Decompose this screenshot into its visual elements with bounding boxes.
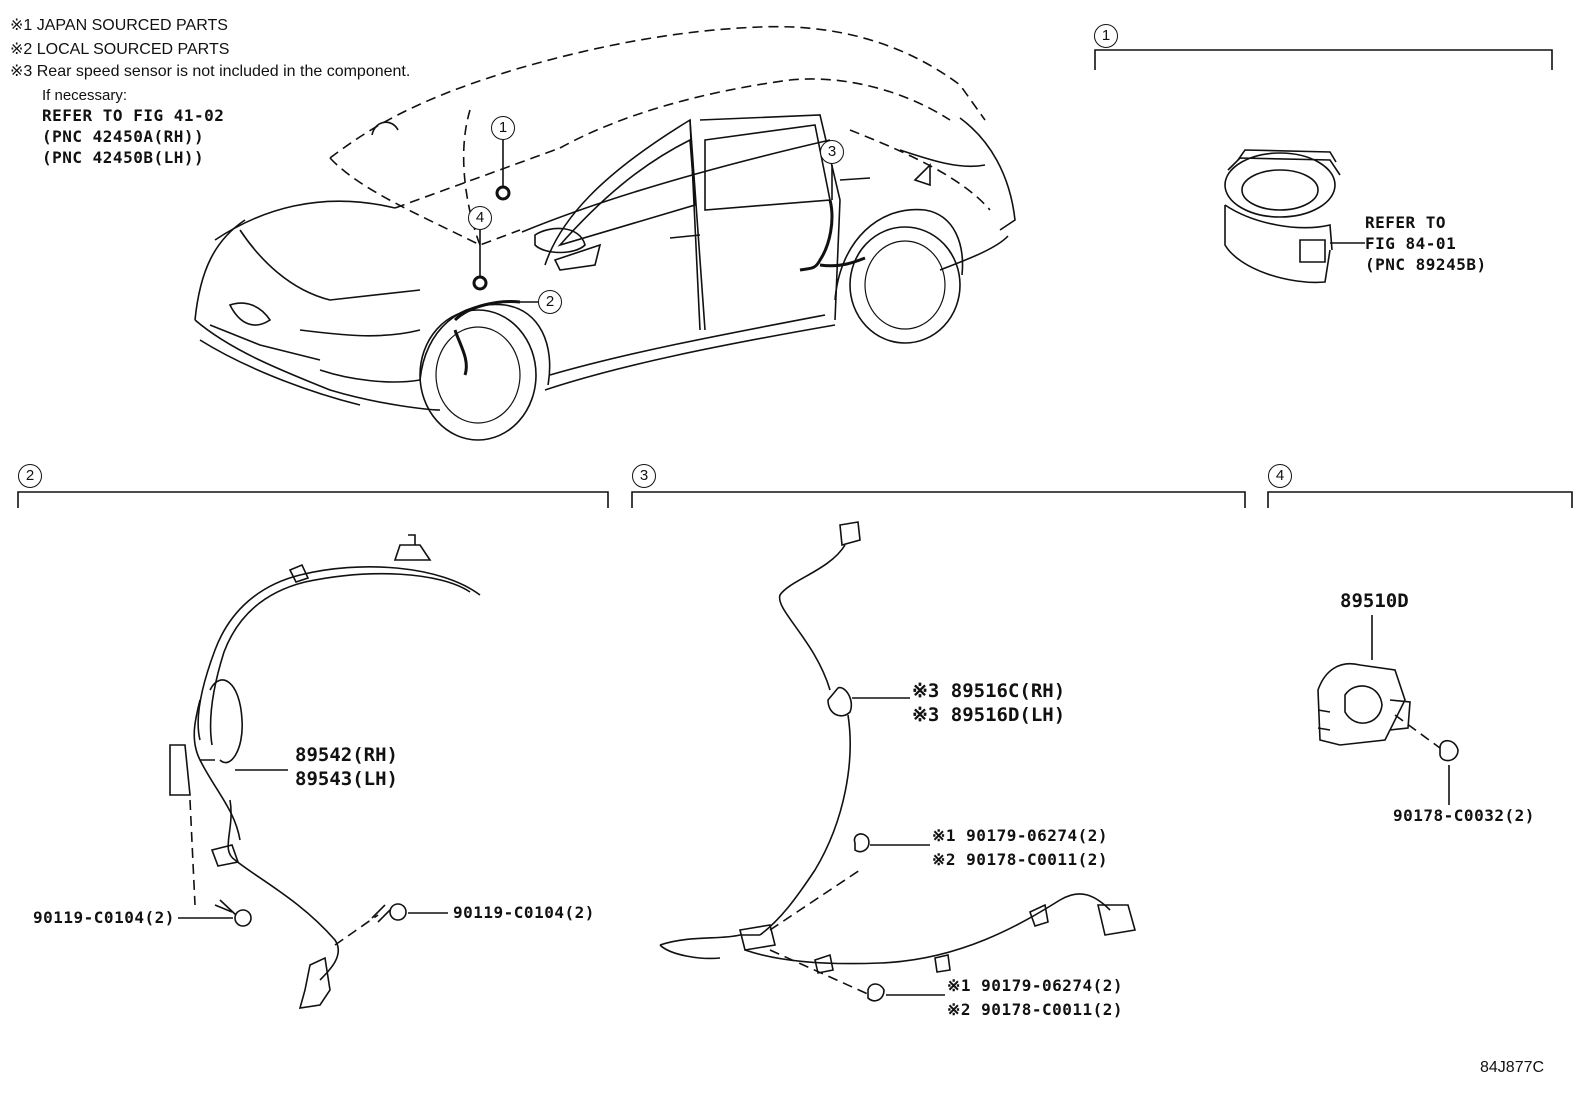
clip-lower-local: ※2 90178-C0011(2): [947, 1000, 1124, 1019]
car-illustration: [194, 25, 1016, 441]
callout-3: 3: [820, 140, 844, 164]
section2-bracket: [17, 491, 609, 508]
section1-refer-to: REFER TO: [1365, 213, 1447, 232]
note-local-sourced: ※2 LOCAL SOURCED PARTS: [10, 41, 230, 58]
note-refer-pnc-rh: (PNC 42450A(RH)): [42, 127, 205, 146]
nut-part: 90178-C0032(2): [1393, 806, 1535, 825]
yaw-rate-sensor-illustration: [1317, 615, 1459, 805]
rear-speed-sensor-harness-illustration: [659, 521, 1137, 1002]
note-japan-sourced: ※1 JAPAN SOURCED PARTS: [10, 17, 228, 34]
section1-label: 1: [1094, 24, 1118, 48]
sensor-89516d-lh: ※3 89516D(LH): [912, 704, 1066, 726]
clip-lower-japan: ※1 90179-06274(2): [947, 976, 1124, 995]
note-refer-fig: REFER TO FIG 41-02: [42, 106, 225, 125]
clip-upper-japan: ※1 90179-06274(2): [932, 826, 1109, 845]
callout-4: 4: [468, 206, 492, 230]
section1-bracket: [1094, 49, 1553, 70]
note-refer-pnc-lh: (PNC 42450B(LH)): [42, 148, 205, 167]
part-89542-rh: 89542(RH): [295, 744, 398, 766]
callout-2: 2: [538, 290, 562, 314]
section1-refer-pnc: (PNC 89245B): [1365, 255, 1487, 274]
section4-label: 4: [1268, 464, 1292, 488]
section3-bracket: [631, 491, 1246, 508]
front-speed-sensor-illustration: [169, 534, 481, 1009]
note-rear-sensor: ※3 Rear speed sensor is not included in …: [10, 63, 411, 80]
section4-bracket: [1267, 491, 1573, 508]
bolt-right-part: 90119-C0104(2): [453, 903, 595, 922]
clip-upper-local: ※2 90178-C0011(2): [932, 850, 1109, 869]
part-89543-lh: 89543(LH): [295, 768, 398, 790]
section1-refer-fig: FIG 84-01: [1365, 234, 1457, 253]
spiral-cable-illustration: [1224, 149, 1365, 284]
sensor-89516c-rh: ※3 89516C(RH): [912, 680, 1066, 702]
note-if-necessary: If necessary:: [42, 87, 128, 104]
bolt-left-part: 90119-C0104(2): [33, 908, 175, 927]
part-89510d: 89510D: [1340, 590, 1409, 612]
section2-label: 2: [18, 464, 42, 488]
figure-code: 84J877C: [1480, 1059, 1545, 1076]
section3-label: 3: [632, 464, 656, 488]
callout-1: 1: [491, 116, 515, 140]
